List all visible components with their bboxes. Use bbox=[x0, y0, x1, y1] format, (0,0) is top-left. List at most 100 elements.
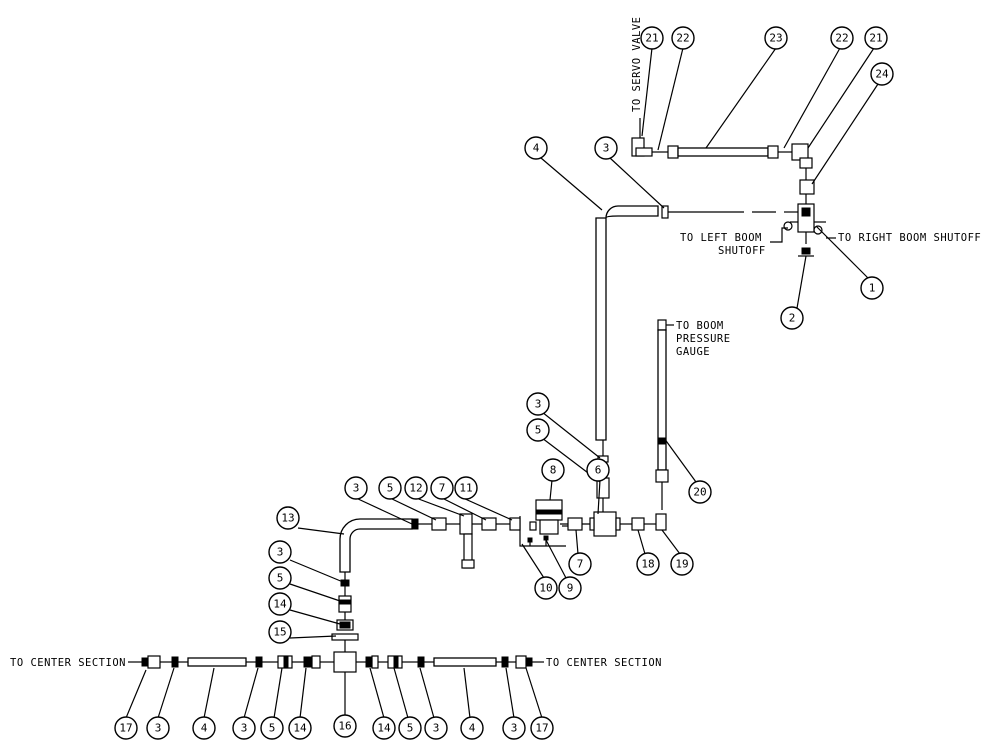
svg-text:3: 3 bbox=[241, 722, 248, 735]
svg-text:3: 3 bbox=[353, 482, 360, 495]
callout-7-filter-row: 7 bbox=[430, 476, 454, 500]
callout-4-bottom-left: 4 bbox=[192, 716, 216, 740]
svg-text:3: 3 bbox=[155, 722, 162, 735]
svg-text:19: 19 bbox=[675, 558, 688, 571]
svg-text:8: 8 bbox=[550, 464, 557, 477]
callout-15: 15 bbox=[268, 620, 292, 644]
callout-9: 9 bbox=[558, 576, 582, 600]
svg-text:3: 3 bbox=[511, 722, 518, 735]
svg-text:5: 5 bbox=[407, 722, 414, 735]
part-1-tee bbox=[783, 203, 826, 244]
callout-4-upper: 4 bbox=[524, 136, 548, 160]
svg-text:3: 3 bbox=[433, 722, 440, 735]
callout-14-bottom-left: 14 bbox=[288, 716, 312, 740]
svg-text:18: 18 bbox=[641, 558, 654, 571]
callout-22-top-right: 22 bbox=[830, 26, 854, 50]
svg-text:4: 4 bbox=[469, 722, 476, 735]
callout-21-top-right: 21 bbox=[864, 26, 888, 50]
callout-10: 10 bbox=[534, 576, 558, 600]
svg-text:14: 14 bbox=[377, 722, 391, 735]
svg-text:10: 10 bbox=[539, 582, 552, 595]
callout-8: 8 bbox=[541, 458, 565, 482]
svg-text:3: 3 bbox=[535, 398, 542, 411]
svg-text:6: 6 bbox=[595, 464, 602, 477]
callout-18: 18 bbox=[636, 552, 660, 576]
svg-text:20: 20 bbox=[693, 486, 706, 499]
note-gauge-1: TO BOOM bbox=[676, 320, 724, 332]
svg-text:5: 5 bbox=[277, 572, 284, 585]
part-21-right-elbow bbox=[791, 143, 813, 180]
callout-12: 12 bbox=[404, 476, 428, 500]
callout-3-elbow: 3 bbox=[268, 540, 292, 564]
svg-text:22: 22 bbox=[835, 32, 848, 45]
callout-5-bottom-right: 5 bbox=[398, 716, 422, 740]
callout-7-valve: 7 bbox=[568, 552, 592, 576]
svg-text:1: 1 bbox=[869, 282, 876, 295]
svg-text:5: 5 bbox=[269, 722, 276, 735]
part-23-hose bbox=[652, 145, 792, 159]
callout-14-bottom-right: 14 bbox=[372, 716, 396, 740]
svg-text:21: 21 bbox=[869, 32, 882, 45]
svg-text:22: 22 bbox=[676, 32, 689, 45]
note-left-boom-2: SHUTOFF bbox=[718, 245, 766, 257]
note-right-boom-shutoff: TO RIGHT BOOM SHUTOFF bbox=[838, 232, 981, 244]
svg-text:5: 5 bbox=[387, 482, 394, 495]
part-21-left-elbow bbox=[631, 118, 653, 157]
note-center-section-right: TO CENTER SECTION bbox=[546, 657, 662, 669]
svg-text:4: 4 bbox=[201, 722, 208, 735]
svg-text:15: 15 bbox=[273, 626, 286, 639]
callout-22-top-left: 22 bbox=[671, 26, 695, 50]
svg-text:2: 2 bbox=[789, 312, 796, 325]
svg-text:4: 4 bbox=[533, 142, 540, 155]
part-20-gauge-hose bbox=[655, 319, 674, 510]
svg-text:3: 3 bbox=[277, 546, 284, 559]
note-gauge-2: PRESSURE bbox=[676, 333, 731, 345]
callout-20: 20 bbox=[688, 480, 712, 504]
callout-16: 16 bbox=[333, 714, 357, 738]
callout-4-bottom-right: 4 bbox=[460, 716, 484, 740]
svg-text:13: 13 bbox=[281, 512, 294, 525]
svg-text:9: 9 bbox=[567, 582, 574, 595]
svg-text:3: 3 bbox=[603, 142, 610, 155]
callout-3-bottom-2: 3 bbox=[232, 716, 256, 740]
svg-text:17: 17 bbox=[119, 722, 132, 735]
svg-text:7: 7 bbox=[577, 558, 584, 571]
callout-6: 6 bbox=[586, 458, 610, 482]
bottom-manifold bbox=[128, 651, 544, 673]
callout-24: 24 bbox=[870, 62, 894, 86]
svg-text:14: 14 bbox=[293, 722, 307, 735]
callout-21-top-left: 21 bbox=[640, 26, 664, 50]
part-3-and-4-upper-pipe bbox=[595, 205, 798, 441]
callout-3-mid: 3 bbox=[526, 392, 550, 416]
svg-text:5: 5 bbox=[535, 424, 542, 437]
note-servo-valve: TO SERVO VALVE bbox=[631, 16, 643, 112]
callout-3-bottom-1: 3 bbox=[146, 716, 170, 740]
svg-text:17: 17 bbox=[535, 722, 548, 735]
svg-text:16: 16 bbox=[338, 720, 351, 733]
callout-3-filter-row: 3 bbox=[344, 476, 368, 500]
part-24-fitting bbox=[799, 179, 815, 204]
callout-2: 2 bbox=[780, 306, 804, 330]
callout-11: 11 bbox=[454, 476, 478, 500]
callout-17-right: 17 bbox=[530, 716, 554, 740]
note-center-section-left: TO CENTER SECTION bbox=[10, 657, 126, 669]
callout-14-elbow: 14 bbox=[268, 592, 292, 616]
callout-5-bottom-left: 5 bbox=[260, 716, 284, 740]
callout-3-bottom-4: 3 bbox=[502, 716, 526, 740]
top-assembly bbox=[595, 118, 826, 441]
callout-19: 19 bbox=[670, 552, 694, 576]
part-2-plug bbox=[798, 247, 814, 257]
callout-1: 1 bbox=[860, 276, 884, 300]
svg-text:24: 24 bbox=[875, 68, 889, 81]
svg-text:23: 23 bbox=[769, 32, 782, 45]
note-gauge-3: GAUGE bbox=[676, 346, 710, 358]
callout-23: 23 bbox=[764, 26, 788, 50]
callout-13: 13 bbox=[276, 506, 300, 530]
svg-text:11: 11 bbox=[459, 482, 472, 495]
callout-5-elbow: 5 bbox=[268, 566, 292, 590]
callout-17-left: 17 bbox=[114, 716, 138, 740]
svg-text:21: 21 bbox=[645, 32, 658, 45]
svg-text:12: 12 bbox=[409, 482, 422, 495]
